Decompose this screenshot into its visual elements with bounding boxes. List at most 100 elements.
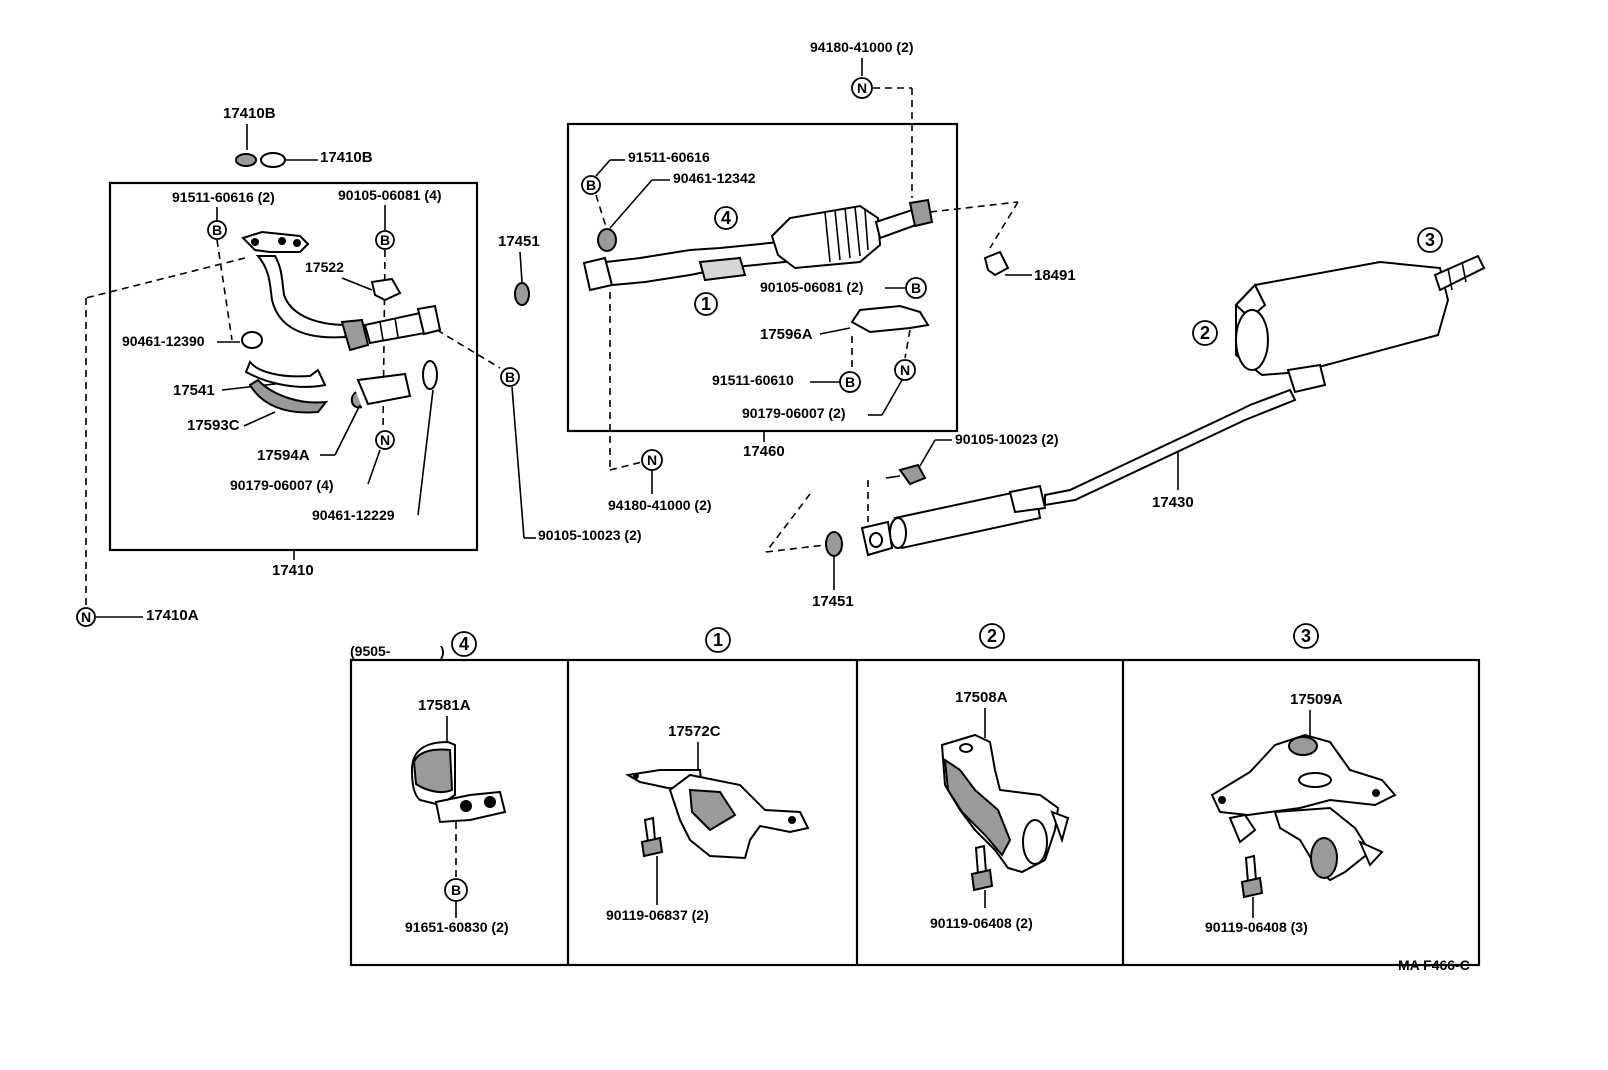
- bolt-marker-B: B: [581, 175, 601, 195]
- label-17522: 17522: [305, 259, 344, 275]
- label-9505: (9505-: [350, 643, 391, 659]
- label-17410A: 17410A: [146, 607, 199, 624]
- nut-marker-N: N: [76, 607, 96, 627]
- label-17508A: 17508A: [955, 689, 1008, 706]
- label-17410B-right: 17410B: [320, 149, 373, 166]
- bolt-marker-B: B: [444, 878, 468, 902]
- svg-text:3: 3: [1301, 626, 1311, 646]
- label-90179-06007-2: 90179-06007 (2): [742, 405, 846, 421]
- label-17460: 17460: [743, 443, 785, 460]
- callout-1: 1: [705, 627, 731, 653]
- heat-insulator-17541: [244, 360, 327, 388]
- bolt-marker-B: B: [839, 371, 861, 393]
- gasket-18491: [983, 250, 1010, 277]
- gasket-90461-12342: [597, 228, 617, 252]
- svg-text:2: 2: [987, 626, 997, 646]
- bolt-marker-B: B: [500, 367, 520, 387]
- heat-insulator-17522: [370, 277, 402, 302]
- gasket-90461-12229: [422, 360, 438, 390]
- label-90105-06081-2: 90105-06081 (2): [760, 279, 864, 295]
- svg-text:N: N: [900, 362, 910, 378]
- svg-text:4: 4: [721, 208, 731, 228]
- label-91511-60616: 91511-60616: [628, 149, 710, 165]
- bolt-marker-B: B: [375, 230, 395, 250]
- heat-insulator-17593C: [248, 378, 329, 414]
- label-17430: 17430: [1152, 494, 1194, 511]
- label-91651-60830-2: 91651-60830 (2): [405, 919, 509, 935]
- callout-3: 3: [1293, 623, 1319, 649]
- gasket-17451-bottom: [825, 531, 843, 557]
- label-90461-12390: 90461-12390: [122, 333, 205, 349]
- svg-text:1: 1: [713, 630, 723, 650]
- label-90105-10023-2-left: 90105-10023 (2): [538, 527, 642, 543]
- label-17410: 17410: [272, 562, 314, 579]
- nut-marker-N: N: [375, 430, 395, 450]
- gasket-90461-12390: [241, 331, 263, 349]
- callout-2: 2: [979, 623, 1005, 649]
- svg-text:2: 2: [1200, 323, 1210, 343]
- label-17451-bottom: 17451: [812, 593, 854, 610]
- bolt-marker-B: B: [207, 220, 227, 240]
- bolt-90105-10023: [898, 463, 927, 486]
- callout-4: 4: [714, 206, 738, 230]
- label-94180-41000-2-bottom: 94180-41000 (2): [608, 497, 712, 513]
- label-17451-top: 17451: [498, 233, 540, 250]
- label-17572C: 17572C: [668, 723, 721, 740]
- hanger-17581A: [410, 740, 507, 824]
- label-17410B-top: 17410B: [223, 105, 276, 122]
- svg-text:B: B: [212, 222, 222, 238]
- label-90179-06007-4: 90179-06007 (4): [230, 477, 334, 493]
- svg-text:1: 1: [701, 294, 711, 314]
- label-90461-12342: 90461-12342: [673, 170, 756, 186]
- bolt-90119-06408: [974, 844, 988, 876]
- label-17509A: 17509A: [1290, 691, 1343, 708]
- label-17541: 17541: [173, 382, 215, 399]
- callout-1: 1: [694, 292, 718, 316]
- bolt-90119-06837: [643, 816, 657, 844]
- callout-3: 3: [1417, 227, 1443, 253]
- nut-marker-N: N: [894, 359, 916, 381]
- heat-insulator-17596A: [850, 304, 930, 334]
- svg-text:B: B: [911, 280, 921, 296]
- label-90119-06837-2: 90119-06837 (2): [606, 907, 709, 923]
- center-pipe-17460: [582, 198, 934, 292]
- group-box-17460: [566, 122, 959, 433]
- gasket-17410B-a: [235, 153, 257, 167]
- drawing-code: MA F466-C: [1398, 957, 1470, 973]
- label-90119-06408-2: 90119-06408 (2): [930, 915, 1033, 931]
- svg-text:N: N: [380, 432, 390, 448]
- callout-4: 4: [451, 631, 477, 657]
- svg-text:N: N: [647, 452, 657, 468]
- bolt-90119-06408: [1244, 854, 1258, 884]
- hanger-17508A: [940, 733, 1070, 874]
- hanger-17572C: [625, 769, 810, 860]
- hanger-17509A: [1210, 733, 1397, 882]
- label-90119-06408-3: 90119-06408 (3): [1205, 919, 1308, 935]
- label-94180-41000-2-top: 94180-41000 (2): [810, 39, 914, 55]
- nut-marker-N: N: [851, 77, 873, 99]
- label-90105-06081-4: 90105-06081 (4): [338, 187, 442, 203]
- callout-2: 2: [1192, 320, 1218, 346]
- tail-pipe-muffler-17430: [860, 254, 1486, 557]
- label-91511-60610: 91511-60610: [712, 372, 794, 388]
- support-17594A: [356, 372, 412, 406]
- svg-text:N: N: [857, 80, 867, 96]
- front-exhaust-pipe-17410: [241, 230, 442, 352]
- label-17596A: 17596A: [760, 326, 813, 343]
- svg-text:B: B: [845, 374, 855, 390]
- svg-text:B: B: [505, 369, 515, 385]
- svg-text:4: 4: [459, 634, 469, 654]
- hanger-table: [349, 658, 1481, 967]
- label-17581A: 17581A: [418, 697, 471, 714]
- label-90105-10023-2-right: 90105-10023 (2): [955, 431, 1059, 447]
- label-18491: 18491: [1034, 267, 1076, 284]
- label-17593C: 17593C: [187, 417, 240, 434]
- label-91511-60616-2: 91511-60616 (2): [172, 189, 275, 205]
- svg-text:B: B: [380, 232, 390, 248]
- label-90461-12229: 90461-12229: [312, 507, 395, 523]
- label-9505-close: ): [440, 643, 445, 659]
- nut-marker-N: N: [641, 449, 663, 471]
- svg-text:B: B: [451, 882, 461, 898]
- gasket-17451-top: [514, 282, 530, 306]
